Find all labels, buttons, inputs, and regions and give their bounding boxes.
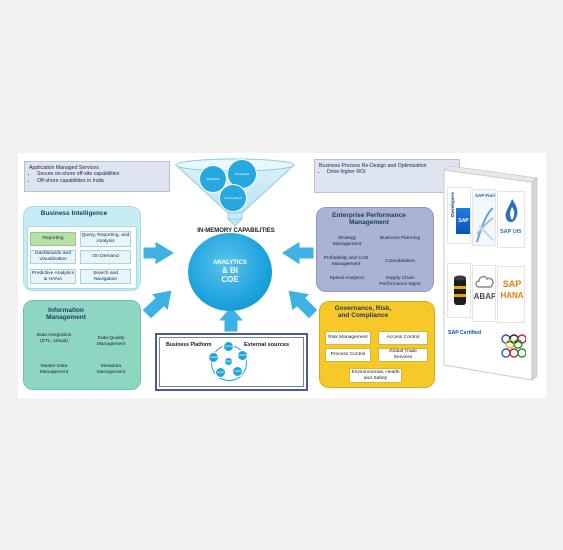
platform-node: Mobile	[237, 350, 248, 361]
developers-label: Developers	[449, 192, 455, 217]
developers-tile: Developers SAP	[447, 187, 471, 244]
center-line1: ANALYTICS	[213, 260, 247, 266]
hana-label-line2: HANA	[500, 291, 524, 300]
information-management-title: Information Management	[46, 307, 86, 321]
application-managed-item: Secure on-shore off-site capabilities	[37, 171, 165, 177]
arrow-from-bi	[142, 240, 176, 266]
business-process-note: Business Process Re-Design and Optimizat…	[314, 159, 460, 193]
on-demand-box: On Demand	[80, 250, 131, 264]
application-managed-title: Application Managed Services	[29, 165, 99, 171]
enterprise-performance-title: Enterprise Performance Management	[332, 212, 406, 226]
query-reporting-box: Query, Reporting, and Analysis	[80, 231, 131, 247]
risk-management-box: Risk Management	[325, 331, 371, 345]
business-process-item: Drive higher ROI	[327, 169, 455, 175]
data-quality-text: Data Quality Management	[96, 336, 126, 347]
sap-logo-text: SAP	[458, 218, 469, 224]
center-line3: COE	[221, 275, 239, 284]
funnel-node-label: Unstructured	[224, 196, 242, 200]
analytics-coe-circle: ANALYTICS & BI COE	[188, 233, 272, 311]
funnel-node-label: Predictive	[206, 177, 220, 181]
enterprise-performance-panel	[316, 207, 434, 292]
grc-title: Governance, Risk, and Compliance	[334, 305, 392, 319]
hana-label-line1: SAP	[502, 279, 522, 289]
platform-node: Apps	[215, 367, 226, 378]
metadata-text: Metadata Management	[96, 364, 126, 375]
profitability-cost-text: Profitability and Cost Management	[323, 256, 369, 267]
consolidation-text: Consolidation	[385, 259, 415, 264]
reporting-box: Reporting	[30, 232, 76, 246]
fiori-tile: SAP Fiori	[472, 189, 496, 246]
platform-node: Web	[224, 357, 233, 366]
global-trade-box: Global Trade Services	[378, 348, 428, 362]
ui5-flame-icon	[505, 199, 518, 223]
environmental-health-box: Environmental, Health and Safety	[349, 368, 402, 383]
platform-node: Social	[208, 352, 219, 363]
sap-certified-badge: SAP Certified	[448, 330, 481, 336]
dashboards-box: Dashboards and Visualization	[30, 250, 76, 264]
ui5-label: SAP UI5	[500, 229, 522, 235]
certification-rings-icon	[501, 334, 526, 358]
sap-certified-label: SAP Certified	[448, 330, 482, 336]
hana-barrel-tile	[447, 263, 471, 318]
business-planning-text: Business Planning	[379, 236, 421, 241]
master-data-text: Master Data Management	[39, 364, 69, 375]
barrel-icon	[454, 275, 466, 305]
abap-label: ABAP	[473, 292, 496, 301]
supply-chain-text: Supply Chain Performance Mgmt	[379, 276, 421, 287]
arrow-from-platform	[216, 305, 246, 333]
sap-hana-tile: SAP HANA	[497, 266, 525, 323]
ui5-tile: SAP UI5	[497, 191, 525, 248]
funnel-node-unstructured: Unstructured	[219, 184, 247, 212]
business-platform-label: Business Platform	[166, 342, 212, 348]
platform-node: Data	[232, 366, 243, 377]
platform-node: Cloud	[223, 341, 234, 352]
spend-analytics-text: Spend Analytics	[329, 276, 365, 281]
business-process-title: Business Process Re-Design and Optimizat…	[319, 163, 427, 169]
application-managed-item: Off-shore capabilities in India	[37, 178, 165, 184]
abap-tile: ABAP	[472, 265, 496, 322]
access-control-box: Access Control	[378, 331, 428, 345]
abap-cloud-icon	[475, 275, 494, 288]
sap-logo-developers: SAP	[456, 208, 470, 234]
in-memory-label: IN-MEMORY CAPABILITIES	[197, 228, 275, 234]
arrow-from-im	[141, 289, 173, 320]
center-line2: & BI	[222, 266, 238, 275]
platform-inner	[159, 337, 304, 387]
search-navigation-box: Search and Navigation	[80, 269, 131, 284]
data-integration-text: Data Integration (ETL, virtual)	[36, 333, 72, 344]
process-control-box: Process Control	[325, 348, 371, 362]
arrow-from-grc	[287, 289, 319, 320]
external-sources-label: External sources	[244, 342, 290, 348]
fiori-graphic-icon	[476, 207, 494, 243]
fiori-label: SAP Fiori	[475, 193, 496, 198]
application-managed-services-note: Application Managed Services Secure on-s…	[24, 161, 170, 192]
funnel-node-label: Structured	[235, 172, 249, 176]
arrow-from-epm	[280, 240, 315, 266]
predictive-analytics-box: Predictive Analytics & HANA	[30, 269, 76, 284]
business-intelligence-title: Business Intelligence	[40, 210, 108, 217]
strategy-management-text: Strategy Management	[332, 236, 362, 247]
information-management-panel	[23, 300, 141, 390]
